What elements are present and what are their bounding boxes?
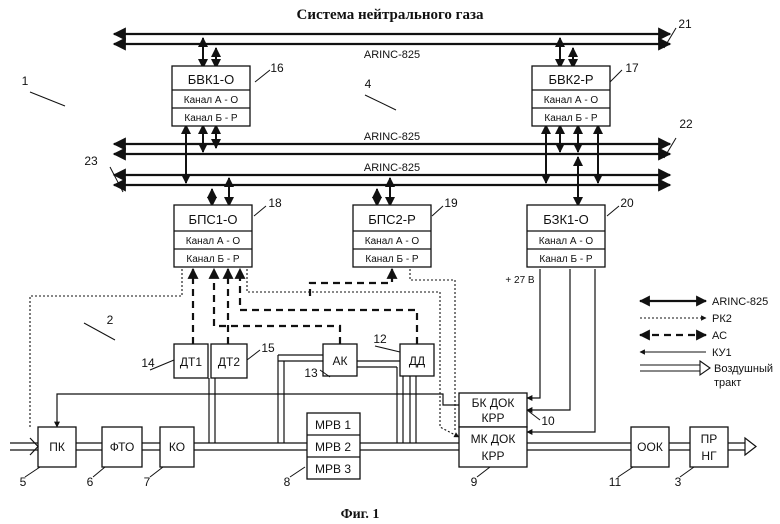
block-ko xyxy=(159,426,195,468)
block-prng xyxy=(689,426,729,468)
ook-name: ООК xyxy=(637,440,663,454)
ref-9: 9 xyxy=(471,475,478,489)
bps2-ch-b: Канал Б - Р xyxy=(365,254,419,265)
block-dt1 xyxy=(173,343,209,379)
leader-lines xyxy=(24,69,695,478)
bk-dok-line1: БК ДОК xyxy=(472,396,515,410)
ref-1: 1 xyxy=(22,74,29,88)
ref-4: 4 xyxy=(365,77,372,91)
mk-dok-line2: КРР xyxy=(482,449,505,463)
voltage-label: + 27 В xyxy=(505,275,535,286)
arinc-bus-top xyxy=(112,27,672,51)
ak-name: АК xyxy=(333,354,348,368)
block-bps1 xyxy=(173,204,253,268)
bus-connectors xyxy=(181,37,603,207)
mrv-row2: МРВ 2 xyxy=(315,440,351,454)
dt2-name: ДТ2 xyxy=(218,355,240,369)
prng-line1: ПР xyxy=(701,432,718,446)
bus-label-top: ARINC-825 xyxy=(364,49,420,61)
ref-8: 8 xyxy=(284,475,291,489)
mk-dok-line1: МК ДОК xyxy=(471,432,516,446)
bk-dok-line2: КРР xyxy=(482,411,505,425)
block-dd xyxy=(399,343,435,377)
legend-arinc: ARINC-825 xyxy=(712,296,768,308)
bvk2-ch-b: Канал Б - Р xyxy=(544,113,598,124)
bvk2-ch-a: Канал А - О xyxy=(544,95,599,106)
figure-title: Система нейтрального газа xyxy=(296,7,484,23)
legend-ku1: КУ1 xyxy=(712,347,732,359)
bps1-name: БПС1-О xyxy=(189,212,238,227)
rk2-links xyxy=(29,269,460,438)
bvk1-name: БВК1-О xyxy=(188,72,234,87)
block-bzk1 xyxy=(526,204,606,268)
block-bvk1 xyxy=(171,65,251,127)
block-bps2 xyxy=(352,204,432,268)
ref-2: 2 xyxy=(107,313,114,327)
ref-5: 5 xyxy=(20,475,27,489)
ref-20: 20 xyxy=(620,196,634,210)
legend-ac: АС xyxy=(712,330,727,342)
block-ak xyxy=(322,343,358,377)
bps2-name: БПС2-Р xyxy=(368,212,416,227)
ref-13: 13 xyxy=(304,366,318,380)
bus-end-ticks xyxy=(109,27,677,193)
block-mrv xyxy=(306,412,361,480)
ref-12: 12 xyxy=(373,332,387,346)
arinc-bus-mid1 xyxy=(112,137,672,161)
ref-11: 11 xyxy=(609,475,622,489)
bvk1-ch-a: Канал А - О xyxy=(184,95,239,106)
bvk2-name: БВК2-Р xyxy=(548,72,593,87)
ref-6: 6 xyxy=(87,475,94,489)
block-bvk2 xyxy=(531,65,611,127)
arinc-bus-mid2 xyxy=(112,168,672,192)
ref-17: 17 xyxy=(625,61,639,75)
air-duct xyxy=(10,354,757,457)
bus-label-mid1: ARINC-825 xyxy=(364,131,420,143)
block-ook xyxy=(630,426,670,468)
ref-21: 21 xyxy=(678,17,692,31)
ref-16: 16 xyxy=(270,61,284,75)
bzk1-ch-a: Канал А - О xyxy=(539,236,594,247)
bus-label-mid2: ARINC-825 xyxy=(364,162,420,174)
block-mk-dok xyxy=(458,426,528,468)
dt1-name: ДТ1 xyxy=(180,355,202,369)
bps2-ch-a: Канал А - О xyxy=(365,236,420,247)
ref-3: 3 xyxy=(675,475,682,489)
ref-7: 7 xyxy=(144,475,151,489)
dd-name: ДД xyxy=(409,354,425,368)
figure-caption: Фиг. 1 xyxy=(341,507,380,522)
bps1-ch-a: Канал А - О xyxy=(186,236,241,247)
mrv-row1: МРВ 1 xyxy=(315,418,351,432)
legend-rk2: РК2 xyxy=(712,313,732,325)
bps1-ch-b: Канал Б - Р xyxy=(186,254,240,265)
ko-name: КО xyxy=(169,440,185,454)
ref-22: 22 xyxy=(679,117,693,131)
mrv-row3: МРВ 3 xyxy=(315,462,351,476)
ref-10: 10 xyxy=(541,414,555,428)
legend-air-line2: тракт xyxy=(714,377,741,389)
fto-name: ФТО xyxy=(110,440,135,454)
ref-15: 15 xyxy=(261,341,275,355)
legend-air-line1: Воздушный xyxy=(714,363,773,375)
legend-symbols xyxy=(638,295,711,377)
bzk1-ch-b: Канал Б - Р xyxy=(539,254,593,265)
bvk1-ch-b: Канал Б - Р xyxy=(184,113,238,124)
ref-19: 19 xyxy=(444,196,458,210)
prng-line2: НГ xyxy=(701,449,717,463)
ref-18: 18 xyxy=(268,196,282,210)
as-links xyxy=(187,267,419,344)
bzk1-name: БЗК1-О xyxy=(543,212,588,227)
block-fto xyxy=(101,426,143,468)
ku1-links xyxy=(54,269,596,435)
ref-23: 23 xyxy=(84,154,98,168)
pk-name: ПК xyxy=(49,440,65,454)
ref-14: 14 xyxy=(141,356,155,370)
block-bk-dok xyxy=(458,392,528,428)
